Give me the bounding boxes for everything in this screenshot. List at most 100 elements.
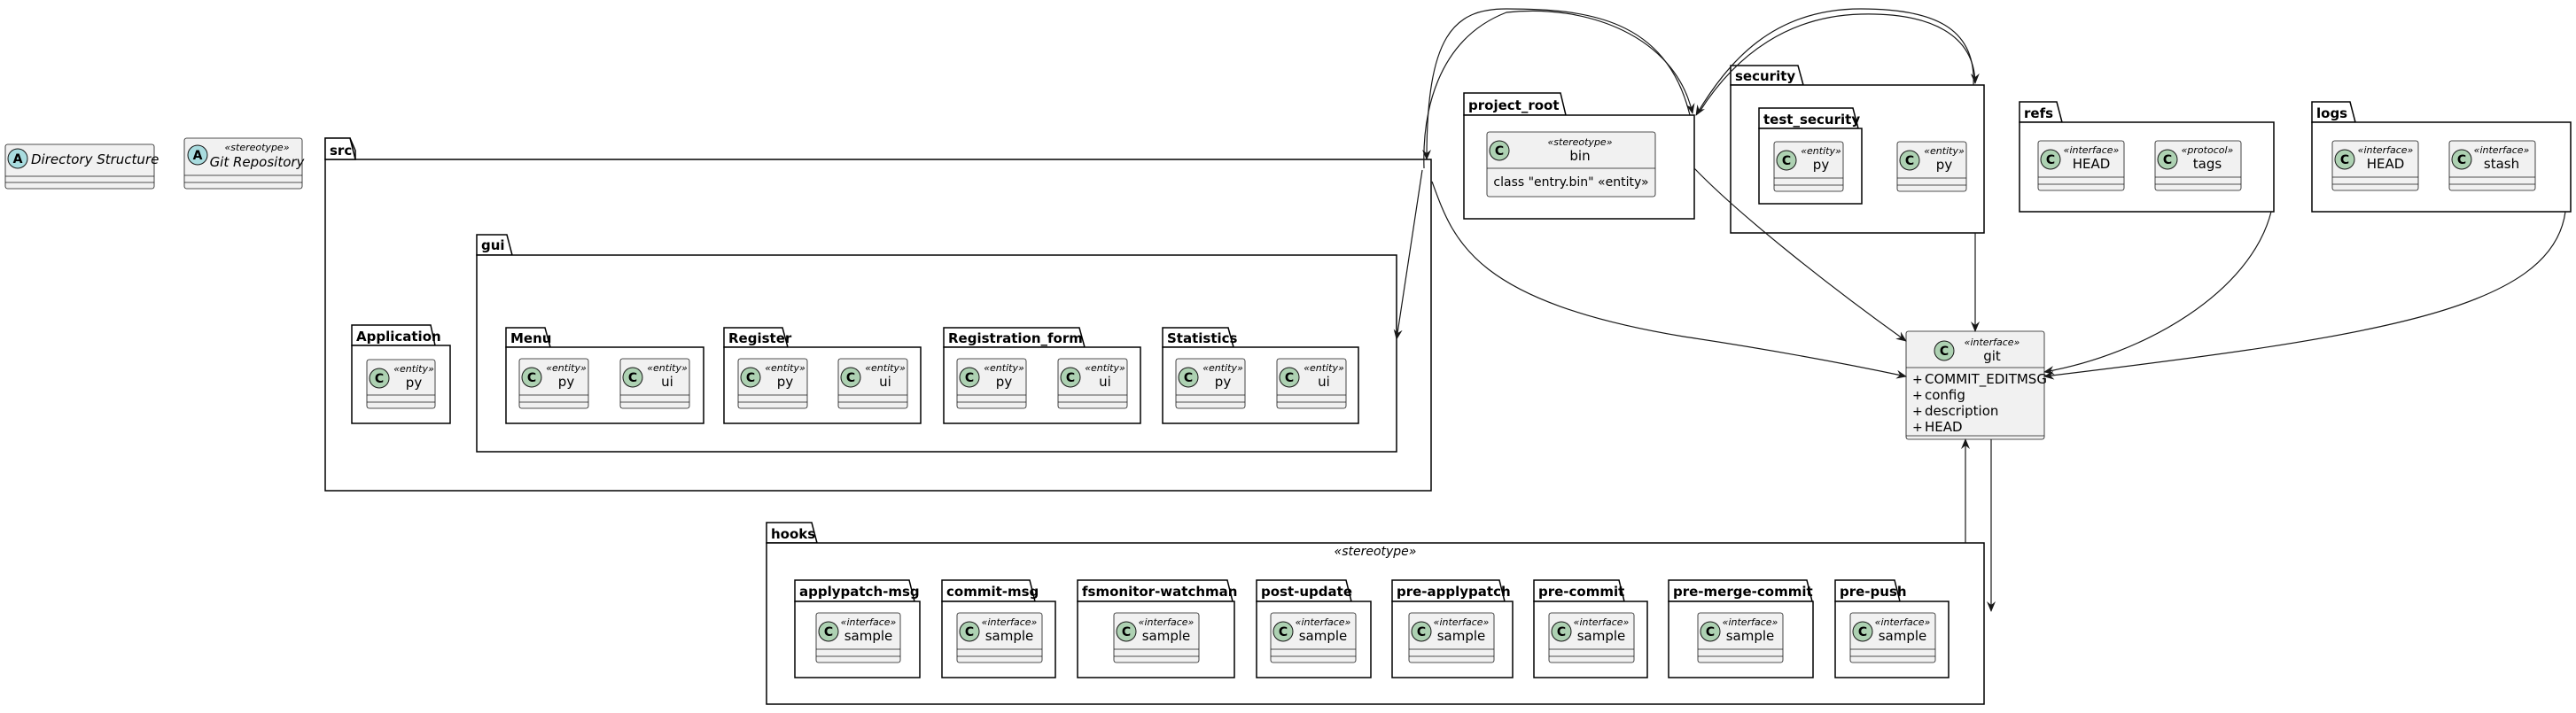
class-stereotype: «interface»	[841, 616, 897, 628]
arrow-src-to-git	[1431, 181, 1907, 379]
package-name: pre-applypatch	[1397, 584, 1511, 600]
abstract-class-icon: A	[187, 144, 208, 166]
class-stereotype: «protocol»	[2182, 144, 2234, 156]
class-hook-pre-applypatch-sample[interactable]: C «interface» sample	[1408, 612, 1495, 663]
class-stereotype: «interface»	[1296, 616, 1351, 628]
class-git[interactable]: C «interface» git + COMMIT_EDITMSG + con…	[1905, 330, 2047, 440]
class-stereotype: «entity»	[1801, 145, 1841, 157]
class-name: py	[406, 375, 423, 391]
class-application-py[interactable]: C «entity» py	[366, 359, 436, 409]
git-field: + description	[1912, 403, 1998, 419]
svg-text:C: C	[2046, 153, 2055, 167]
svg-text:C: C	[1557, 625, 1566, 639]
class-statistics-ui[interactable]: C «entity» ui	[1276, 358, 1347, 409]
package-name: security	[1735, 68, 1795, 84]
class-hook-pre-merge-commit-sample[interactable]: C «interface» sample	[1697, 612, 1784, 663]
package-name: logs	[2316, 105, 2347, 121]
package-name: hooks	[771, 526, 815, 542]
package-name: pre-push	[1840, 584, 1907, 600]
class-register-py[interactable]: C «entity» py	[737, 358, 808, 409]
class-name: tags	[2193, 156, 2222, 172]
class-name: py	[1936, 157, 1953, 173]
class-stereotype: «stereotype»	[225, 142, 290, 153]
class-name: HEAD	[2367, 156, 2405, 172]
class-icon: C	[2451, 149, 2472, 170]
class-icon: C	[369, 368, 390, 389]
package-name: test_security	[1763, 112, 1860, 128]
class-icon: C	[622, 367, 643, 388]
class-stereotype: «entity»	[1202, 362, 1243, 374]
class-bin[interactable]: C «stereotype» bin class "entry.bin" «en…	[1486, 131, 1656, 198]
class-stereotype: «entity»	[1085, 362, 1125, 374]
class-stereotype: «interface»	[2064, 144, 2120, 156]
class-hook-pre-push-sample[interactable]: C «interface» sample	[1849, 612, 1936, 663]
class-name: sample	[844, 628, 893, 644]
class-logs-head[interactable]: C «interface» HEAD	[2331, 140, 2419, 191]
class-menu-py[interactable]: C «entity» py	[518, 358, 589, 409]
class-refs-tags[interactable]: C «protocol» tags	[2154, 140, 2242, 191]
class-stereotype: «entity»	[1304, 362, 1344, 374]
abstract-class-directory-structure[interactable]: A Directory Structure	[4, 143, 159, 190]
class-stereotype: «interface»	[1875, 616, 1931, 628]
class-stereotype: «interface»	[1139, 616, 1195, 628]
class-register-ui[interactable]: C «entity» ui	[837, 358, 908, 409]
class-hook-applypatch-msg-sample[interactable]: C «interface» sample	[815, 612, 901, 663]
class-icon: C	[740, 367, 761, 388]
class-stereotype: «entity»	[1924, 145, 1965, 157]
class-stereotype: «stereotype»	[1548, 136, 1613, 148]
class-hook-fsmonitor-watchman-sample[interactable]: C «interface» sample	[1113, 612, 1200, 663]
abstract-class-git-repository[interactable]: A «stereotype» Git Repository	[183, 137, 306, 190]
class-name: Directory Structure	[31, 151, 159, 167]
class-name: bin	[1569, 148, 1590, 164]
class-stereotype: «entity»	[647, 362, 688, 374]
package-name: applypatch-msg	[799, 584, 920, 600]
svg-text:C: C	[1184, 371, 1193, 385]
class-name: py	[996, 374, 1013, 390]
class-logs-stash[interactable]: C «interface» stash	[2448, 140, 2536, 191]
field-name: COMMIT_EDITMSG	[1925, 371, 2047, 388]
class-name: sample	[1437, 628, 1486, 644]
class-name: stash	[2484, 156, 2519, 172]
class-statistics-py[interactable]: C «entity» py	[1175, 358, 1246, 409]
class-menu-ui[interactable]: C «entity» ui	[619, 358, 690, 409]
svg-text:C: C	[746, 371, 755, 385]
class-icon: C	[1934, 340, 1955, 361]
class-icon: C	[1700, 621, 1721, 642]
class-icon: C	[959, 367, 980, 388]
class-icon: C	[1489, 140, 1510, 161]
package-name: refs	[2024, 105, 2053, 121]
class-hook-pre-commit-sample[interactable]: C «interface» sample	[1548, 612, 1635, 663]
svg-text:C: C	[628, 371, 637, 385]
package-name: Menu	[510, 330, 551, 346]
package-name: pre-commit	[1538, 584, 1624, 600]
class-hook-post-update-sample[interactable]: C «interface» sample	[1270, 612, 1357, 663]
svg-text:C: C	[1285, 371, 1294, 385]
class-registration-form-ui[interactable]: C «entity» ui	[1057, 358, 1128, 409]
class-name: ui	[879, 374, 891, 390]
class-refs-head[interactable]: C «interface» HEAD	[2037, 140, 2125, 191]
svg-text:C: C	[2457, 153, 2466, 167]
svg-text:C: C	[527, 371, 536, 385]
package-name: gui	[481, 237, 505, 253]
class-hook-commit-msg-sample[interactable]: C «interface» sample	[956, 612, 1043, 663]
class-name: sample	[1879, 628, 1927, 644]
package-name: src	[330, 143, 352, 159]
arrow-refs-to-git	[2043, 211, 2272, 376]
field-name: HEAD	[1925, 419, 1963, 435]
class-stereotype: «interface»	[2358, 144, 2414, 156]
class-icon: C	[1116, 621, 1137, 642]
visibility-icon: +	[1912, 421, 1923, 435]
class-test-security-py[interactable]: C «entity» py	[1773, 141, 1844, 192]
class-name: sample	[1726, 628, 1775, 644]
class-registration-form-py[interactable]: C «entity» py	[956, 358, 1027, 409]
svg-text:C: C	[1066, 371, 1075, 385]
class-icon: C	[1178, 367, 1199, 388]
class-icon: C	[818, 621, 839, 642]
class-stereotype: «entity»	[984, 362, 1024, 374]
class-name: py	[777, 374, 794, 390]
class-icon: C	[1411, 621, 1432, 642]
class-security-py[interactable]: C «entity» py	[1896, 141, 1967, 192]
class-name: ui	[1318, 374, 1330, 390]
class-icon: C	[1279, 367, 1300, 388]
svg-text:C: C	[1782, 154, 1791, 168]
